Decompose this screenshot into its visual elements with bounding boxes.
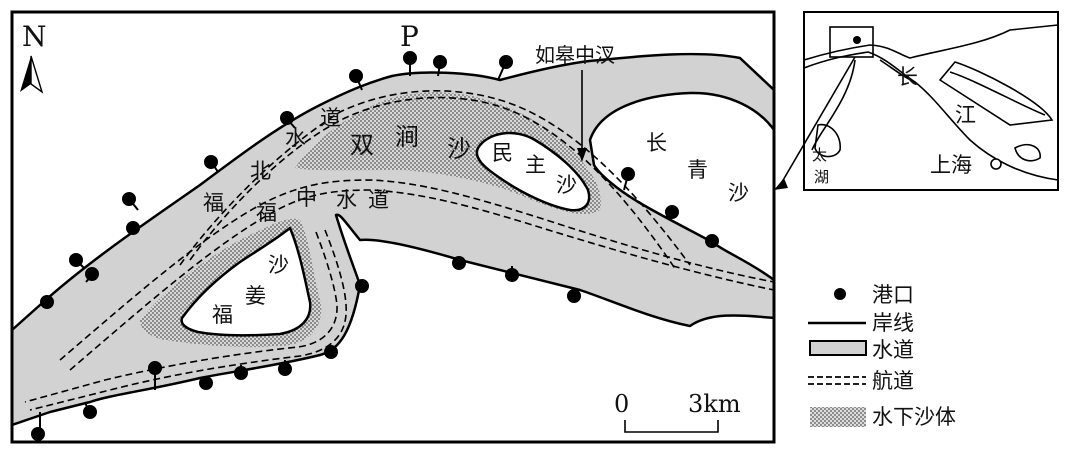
place-label-shuangjian-3: 沙: [447, 135, 471, 163]
inset-label-shanghai: 上海: [930, 153, 972, 177]
place-label-minzhu-1: 民: [492, 141, 513, 165]
place-label-changqing-2: 青: [687, 158, 708, 182]
ports: [31, 51, 719, 441]
port-p-label: P: [400, 20, 419, 53]
port-marker: [40, 295, 54, 309]
place-label-changqing-1: 长: [646, 131, 667, 155]
place-label-changqing-3: 沙: [728, 181, 749, 205]
scale-start: 0: [614, 390, 629, 418]
inset-label-tai: 太: [812, 146, 827, 164]
inset-locator-box: [829, 26, 874, 58]
port-marker: [433, 55, 447, 69]
place-label-fujiang-1: 沙: [268, 253, 289, 277]
legend-channel-label: 航道: [872, 369, 914, 393]
callout-arrow-head: [577, 148, 587, 162]
legend-shoreline-label: 岸线: [872, 311, 914, 335]
place-label-beishuidao-2: 水: [285, 126, 306, 150]
inset-leader-line: [781, 56, 856, 183]
place-label-fuzhong-4: 道: [368, 188, 389, 212]
place-label-fuzhong-3: 水: [336, 188, 357, 212]
main-map: 北 水 道 福 北 福 中 水 道 双 涧 沙 民 主 沙 长 青 沙 沙 姜 …: [12, 43, 774, 441]
callout-label: 如皋中汊: [535, 43, 615, 67]
legend: 港口 岸线 水道 航道 水下沙体: [808, 283, 956, 429]
port-marker: [31, 427, 45, 441]
place-label-shuangjian-1: 双: [350, 131, 374, 159]
inset-label-hu: 湖: [814, 168, 829, 186]
legend-shoal-symbol: [810, 407, 866, 427]
port-marker: [665, 205, 679, 219]
port-marker: [621, 167, 635, 181]
legend-shoal-label: 水下沙体: [872, 405, 956, 429]
legend-port-label: 港口: [872, 283, 914, 307]
port-marker: [452, 256, 466, 270]
port-marker: [280, 111, 294, 125]
port-marker: [349, 69, 363, 83]
place-label-minzhu-2: 主: [525, 153, 546, 177]
shanghai-marker: [990, 158, 1002, 170]
svg-text:N: N: [22, 20, 47, 53]
port-marker: [567, 289, 581, 303]
navigation-channels: [24, 90, 774, 411]
port-marker: [148, 361, 162, 375]
port-marker: [499, 55, 513, 69]
place-label-fujiang-2: 姜: [245, 284, 266, 308]
port-marker: [234, 366, 248, 380]
place-label-beishuidao-3: 道: [320, 106, 341, 130]
port-marker: [85, 267, 99, 281]
place-label-fubei-1: 福: [203, 191, 224, 215]
inset-locator-dot: [853, 36, 861, 44]
port-marker: [324, 345, 338, 359]
port-marker: [505, 268, 519, 282]
port-marker: [122, 192, 136, 206]
place-label-fujiang-3: 福: [212, 303, 233, 327]
place-label-fuzhong-1: 福: [256, 201, 277, 225]
port-marker: [204, 155, 218, 169]
port-marker: [199, 376, 213, 390]
legend-waterway-symbol: [809, 340, 867, 356]
place-label-minzhu-3: 沙: [556, 173, 577, 197]
fujiang-sha-island: [180, 226, 312, 337]
minzhu-sha-island: [475, 131, 591, 212]
scale-bar: 0 3km: [614, 390, 741, 433]
place-label-fuzhong-2: 中: [296, 186, 317, 210]
inset-label-chang: 长: [897, 65, 918, 89]
port-marker: [705, 234, 719, 248]
port-marker: [403, 51, 417, 65]
port-marker: [83, 405, 97, 419]
north-arrow: N: [20, 20, 47, 94]
main-map-frame: [10, 10, 776, 444]
legend-port-symbol: [834, 288, 846, 300]
inset-label-jiang: 江: [955, 103, 976, 127]
port-marker: [69, 253, 83, 267]
legend-waterway-label: 水道: [872, 338, 914, 362]
north-arrow-icon: [20, 56, 31, 92]
scale-end: 3km: [688, 390, 741, 418]
port-marker: [278, 362, 292, 376]
port-marker: [355, 279, 369, 293]
place-label-beishuidao-1: 北: [250, 159, 271, 183]
inset-map: 长 江 上海 太 湖: [774, 11, 1059, 191]
place-label-shuangjian-2: 涧: [395, 123, 419, 151]
port-marker: [126, 221, 140, 235]
